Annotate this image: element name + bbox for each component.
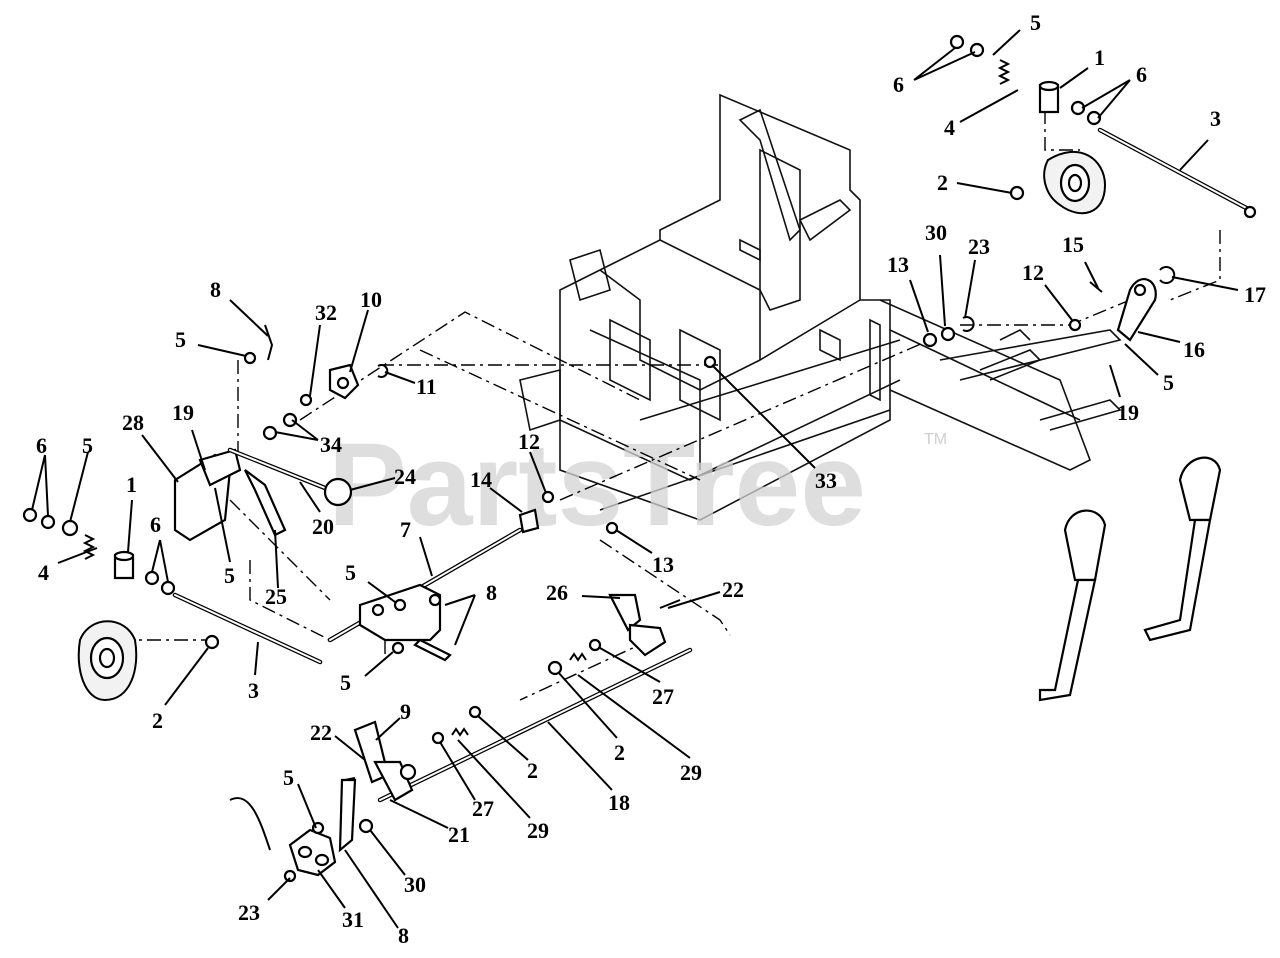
callout-13: 13 — [887, 252, 909, 277]
bushing-14 — [518, 508, 540, 534]
bracket-26 — [608, 593, 642, 632]
callout-25: 25 — [265, 584, 287, 609]
callout-6: 6 — [36, 433, 47, 458]
callout-19: 19 — [1117, 400, 1139, 425]
callout-5: 5 — [283, 765, 294, 790]
callout-3: 3 — [248, 678, 259, 703]
callout-2: 2 — [614, 740, 625, 765]
watermark-brand: PartsTree — [328, 419, 866, 551]
callout-2: 2 — [937, 170, 948, 195]
callout-17: 17 — [1244, 282, 1266, 307]
callout-5: 5 — [340, 670, 351, 695]
top-brake-assembly — [922, 34, 1257, 348]
callout-5: 5 — [224, 563, 235, 588]
callout-9: 9 — [400, 699, 411, 724]
callout-5: 5 — [1163, 370, 1174, 395]
callout-18: 18 — [608, 790, 630, 815]
callout-33: 33 — [815, 468, 837, 493]
callout-13: 13 — [652, 552, 674, 577]
pedal-right — [1178, 456, 1222, 522]
callout-23: 23 — [968, 234, 990, 259]
callout-22: 22 — [722, 577, 744, 602]
callout-12: 12 — [518, 429, 540, 454]
callout-1: 1 — [126, 472, 137, 497]
callout-31: 31 — [342, 907, 364, 932]
bracket-7 — [358, 583, 442, 642]
callout-16: 16 — [1183, 337, 1205, 362]
leader-lines — [31, 29, 1239, 929]
callout-6: 6 — [150, 512, 161, 537]
callout-8: 8 — [486, 580, 497, 605]
callout-32: 32 — [315, 300, 337, 325]
callout-2: 2 — [527, 758, 538, 783]
callout-29: 29 — [680, 760, 702, 785]
callout-21: 21 — [448, 822, 470, 847]
callout-34: 34 — [320, 432, 342, 457]
callout-5: 5 — [1030, 10, 1041, 35]
watermark: PartsTree TM — [328, 419, 947, 551]
nut-top-a — [949, 34, 965, 50]
knob-24 — [323, 477, 353, 507]
callout-27: 27 — [652, 684, 674, 709]
callout-5: 5 — [175, 327, 186, 352]
callout-4: 4 — [38, 560, 49, 585]
bracket-16 — [1116, 278, 1157, 342]
nut-top-b — [969, 42, 985, 58]
tractor-frame — [519, 93, 1122, 521]
callout-6: 6 — [893, 72, 904, 97]
callout-12: 12 — [1022, 260, 1044, 285]
callout-8: 8 — [398, 923, 409, 948]
callout-1: 1 — [1094, 45, 1105, 70]
callout-29: 29 — [527, 818, 549, 843]
arm-8-bottom — [338, 778, 357, 853]
callout-20: 20 — [312, 514, 334, 539]
callout-30: 30 — [404, 872, 426, 897]
callout-11: 11 — [416, 374, 437, 399]
callout-4: 4 — [944, 115, 955, 140]
callout-15: 15 — [1062, 232, 1084, 257]
callout-5: 5 — [345, 560, 356, 585]
callout-10: 10 — [360, 287, 382, 312]
callout-6: 6 — [1136, 62, 1147, 87]
callout-30: 30 — [925, 220, 947, 245]
callout-2: 2 — [152, 708, 163, 733]
callout-labels: 5 1 6 6 4 3 2 13 30 23 15 12 17 16 5 19 … — [36, 10, 1266, 948]
callout-7: 7 — [400, 517, 411, 542]
callout-27: 27 — [472, 796, 494, 821]
callout-19: 19 — [172, 400, 194, 425]
pedals — [1038, 456, 1222, 702]
center-lever-assembly — [229, 527, 693, 883]
plate-31 — [288, 828, 337, 877]
spring-top — [997, 59, 1011, 85]
callout-3: 3 — [1210, 106, 1221, 131]
callout-28: 28 — [122, 410, 144, 435]
callout-23: 23 — [238, 900, 260, 925]
callout-22: 22 — [310, 720, 332, 745]
callout-5: 5 — [82, 433, 93, 458]
watermark-trademark: TM — [924, 431, 947, 448]
callout-8: 8 — [210, 277, 221, 302]
left-assembly — [22, 324, 717, 702]
callout-24: 24 — [394, 464, 416, 489]
callout-26: 26 — [546, 580, 568, 605]
pedal-left — [1063, 509, 1107, 582]
callout-14: 14 — [470, 467, 492, 492]
